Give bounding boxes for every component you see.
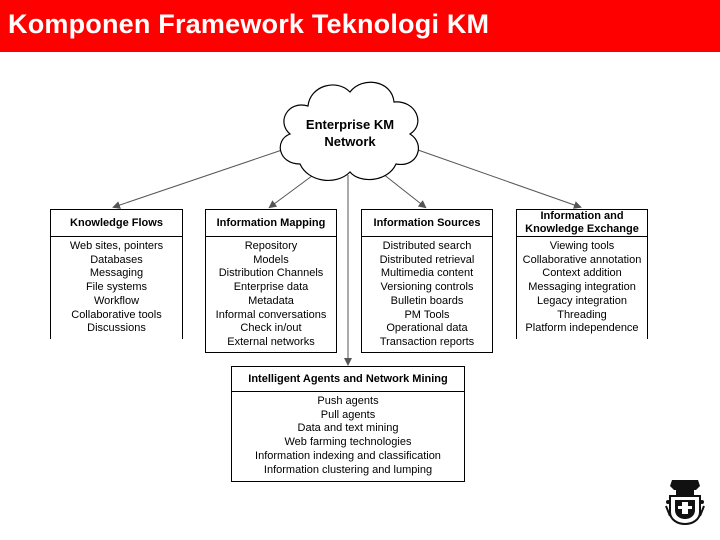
list-item: Messaging integration (528, 281, 636, 294)
list-item: Viewing tools (549, 240, 615, 252)
intelligent-agents-items: Push agents Pull agents Data and text mi… (232, 392, 464, 477)
title-bar: Komponen Framework Teknologi KM (0, 0, 720, 52)
information-mapping-box: Information Mapping Repository Models Di… (205, 209, 337, 353)
list-item: Web farming technologies (284, 436, 412, 449)
information-sources-heading: Information Sources (362, 210, 492, 237)
knowledge-flows-heading: Knowledge Flows (51, 210, 182, 237)
information-sources-box: Information Sources Distributed search D… (361, 209, 493, 353)
list-item: Check in/out (240, 322, 302, 335)
information-exchange-heading-line2: Knowledge Exchange (525, 223, 639, 235)
intelligent-agents-heading: Intelligent Agents and Network Mining (232, 367, 464, 392)
information-exchange-heading-line1: Information and (540, 210, 624, 222)
list-item: Discussions (87, 322, 146, 335)
list-item: Legacy integration (537, 294, 627, 307)
list-item: Distributed retrieval (379, 253, 475, 266)
list-item: PM Tools (404, 308, 450, 321)
list-item: Collaborative annotation (522, 253, 642, 266)
list-item: Threading (557, 308, 607, 321)
list-item: Platform independence (525, 322, 639, 335)
list-item: Enterprise data (233, 281, 309, 294)
list-item: Context addition (542, 267, 622, 280)
list-item: Data and text mining (297, 422, 399, 435)
intelligent-agents-box: Intelligent Agents and Network Mining Pu… (231, 366, 465, 482)
list-item: Transaction reports (379, 335, 475, 348)
list-item: Web sites, pointers (69, 240, 164, 252)
list-item: Information indexing and classification (255, 449, 441, 462)
arrow-to-knowledge-flows (112, 149, 283, 209)
cloud-label: Enterprise KM Network (270, 116, 430, 150)
arrow-to-information-exchange (417, 149, 582, 209)
list-item: Informal conversations (215, 308, 327, 321)
information-sources-items: Distributed search Distributed retrieval… (362, 237, 492, 350)
knowledge-flows-items: Web sites, pointers Databases Messaging … (51, 237, 182, 336)
cloud-label-line2: Network (324, 134, 376, 149)
list-item: Distribution Channels (218, 267, 324, 280)
slide-title: Komponen Framework Teknologi KM (8, 9, 490, 39)
enterprise-km-network-cloud: Enterprise KM Network (270, 72, 430, 192)
list-item: File systems (85, 281, 148, 294)
list-item: External networks (227, 335, 315, 348)
list-item: Information clustering and lumping (263, 463, 433, 476)
list-item: Operational data (386, 322, 468, 335)
list-item: Multimedia content (380, 267, 474, 280)
list-item: Models (253, 253, 289, 266)
list-item: Pull agents (320, 408, 376, 421)
information-exchange-box: Information and Knowledge Exchange Viewi… (516, 209, 648, 339)
list-item: Databases (90, 253, 143, 266)
list-item: Bulletin boards (390, 294, 464, 307)
university-crest-icon (664, 476, 706, 526)
arrow-to-information-sources (377, 169, 427, 209)
information-mapping-heading: Information Mapping (206, 210, 336, 237)
list-item: Push agents (317, 395, 379, 407)
information-mapping-items: Repository Models Distribution Channels … (206, 237, 336, 350)
list-item: Distributed search (382, 240, 472, 252)
information-exchange-heading: Information and Knowledge Exchange (517, 210, 647, 237)
list-item: Metadata (248, 294, 294, 307)
information-exchange-items: Viewing tools Collaborative annotation C… (517, 237, 647, 336)
cloud-icon (279, 81, 419, 181)
cloud-label-line1: Enterprise KM (305, 117, 395, 132)
list-item: Collaborative tools (71, 308, 162, 321)
list-item: Versioning controls (380, 281, 474, 294)
list-item: Messaging (89, 267, 144, 280)
list-item: Repository (244, 240, 298, 252)
knowledge-flows-box: Knowledge Flows Web sites, pointers Data… (50, 209, 183, 339)
list-item: Workflow (93, 294, 140, 307)
